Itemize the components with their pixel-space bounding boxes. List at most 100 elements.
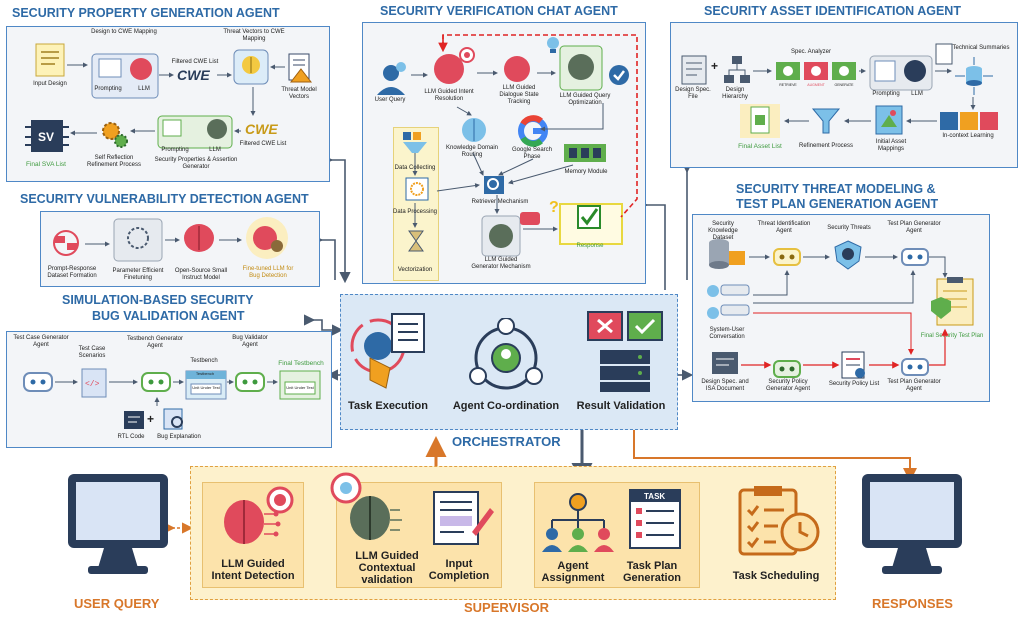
input-design-icon [35,43,65,77]
design-spec-label: Design Spec. File [675,87,711,100]
self-reflection-label: Self Reflection Refinement Process [86,155,142,168]
input-design-label: Input Design [33,81,67,87]
testbench-box [185,370,227,400]
system-user-label: System-User Conversation [709,327,745,340]
database-hub-icon [955,57,993,95]
final-asset-label: Final Asset List [738,143,782,150]
design-to-cwe-label: Design to CWE Mapping [91,29,157,35]
funnel-icon [401,131,429,155]
svd-title: SECURITY VULNERABILITY DETECTION AGENT [20,192,309,206]
spg-title: SECURITY PROPERTY GENERATION AGENT [12,6,280,20]
input-completion-icon [428,488,496,548]
retriever-icon [483,175,505,195]
prompting-box-icon [91,53,159,99]
threat-vectors-label: Threat Vectors to CWE Mapping [223,29,285,42]
doc-small-icon [935,43,953,65]
svd-panel: Prompt-Response Dataset Formation Parame… [40,211,320,287]
sbv-title-1: SIMULATION-BASED SECURITY [62,293,254,307]
contextual-brain-icon [330,472,414,544]
task-plan-label: Task Plan Generation [622,560,682,584]
intent-resolution-label: LLM Guided Intent Resolution [424,89,474,102]
conversation-icon [703,281,753,325]
retrieve-label: RETRIEVE [779,83,797,87]
result-validation-label: Result Validation [576,400,666,412]
sai-llm-label: LLM [911,91,923,97]
task-scheduling-label: Task Scheduling [732,570,820,582]
task-word: TASK [644,492,666,501]
stm-title-2: TEST PLAN GENERATION AGENT [736,197,939,211]
data-processing-icon [405,177,429,201]
svg-text:CWE: CWE [245,121,278,137]
augment-label: AUGMENT [807,83,825,87]
threat-id-label: Threat Identification Agent [757,221,811,234]
agent-coordination-label: Agent Co-ordination [452,400,560,412]
knowledge-label: Knowledge Domain Routing [445,145,499,158]
tech-summaries-label: Technical Summaries [952,45,1010,51]
result-validation-icon [584,308,666,394]
intent-detection-label: LLM Guided Intent Detection [211,558,295,582]
generator-chat-icon [519,211,541,229]
prompting-label-2: Prompting [161,147,189,153]
design-spec-isa-icon [711,351,739,375]
rag-strip [775,61,857,81]
user-query-icon [375,61,407,97]
stm-panel: Security Knowledge Dataset Threat Identi… [692,214,990,402]
spg-arrows [67,62,285,136]
testbench-label: Testbench [190,358,218,364]
final-test-plan-label: Final Security Test Plan [920,333,984,339]
filtered-cwe-label-2: Filtered CWE List [239,141,287,147]
security-threats-label: Security Threats [827,225,871,231]
memory-chip-icon [563,141,607,165]
tcs-label: Test Case Scenarios [78,346,106,359]
vectorization-label: Vectorization [397,267,433,273]
final-sva-label: Final SVA List [26,161,66,168]
google-label: Google Search Phase [511,147,553,160]
dialogue-label: LLM Guided Dialogue State Tracking [499,85,539,105]
input-completion-label: Input Completion [428,558,490,582]
chat-cycle-icon [51,228,81,258]
orchestrator-label: ORCHESTRATOR [452,434,561,449]
robot-icon-3 [235,368,265,396]
user-monitor-icon [64,470,172,580]
robot-icon-2 [141,368,171,396]
intent-detection-brain-icon [218,486,298,550]
svc-panel: User Query LLM Guided Intent Resolution … [362,22,646,284]
finetuned-label: Fine-tuned LLM for Bug Detection [242,266,294,279]
prompting-label: Prompting [94,86,122,92]
sai-prompting-label: Prompting [872,91,900,97]
sai-panel: Design Spec. File + Design Hierarchy Spe… [670,22,1018,168]
prompting-box-icon-2 [157,115,233,149]
skull-shield-icon [833,239,863,271]
checkmark-icon [577,205,601,229]
contextual-label: LLM Guided Contextual validation [355,550,419,586]
robot-icon-1 [23,368,53,396]
svg-text:</>: </> [85,380,100,389]
sai-arrows [753,68,976,124]
sai-title: SECURITY ASSET IDENTIFICATION AGENT [704,4,961,18]
dialogue-brain-icon [501,53,533,85]
incontext-label: In-context Learning [942,133,994,139]
bug-validator-label: Bug Validator Agent [232,335,268,348]
cwe-logo-icon-2: CWE [243,121,285,137]
finetune-icon [113,218,163,262]
final-testbench-label: Final Testbench [278,360,324,367]
agent-assignment-icon [540,488,616,554]
policy-list-label: Security Policy List [828,381,880,387]
rtl-code-label: RTL Code [117,434,145,440]
responses-title: RESPONSES [872,596,953,611]
incontext-strip [939,111,999,131]
response-label: Response [576,243,604,249]
agent-coordination-icon [466,318,546,398]
llm-label: LLM [138,86,150,92]
database-icon [707,237,747,271]
task-execution-icon [346,308,428,394]
plus-sign: + [147,412,155,426]
retriever-label: Retriever Mechanism [471,199,529,205]
final-asset-icon [739,103,781,139]
initial-asset-label: Initial Asset Mappings [875,139,907,152]
tcg-agent-label: Test Case Generator Agent [13,335,69,348]
stm-arrows [741,254,949,369]
user-query-label: User Query [374,97,406,103]
testbench-small-label: Testbench [195,371,215,376]
properties-gen-label: Security Properties & Assertion Generato… [154,157,238,170]
